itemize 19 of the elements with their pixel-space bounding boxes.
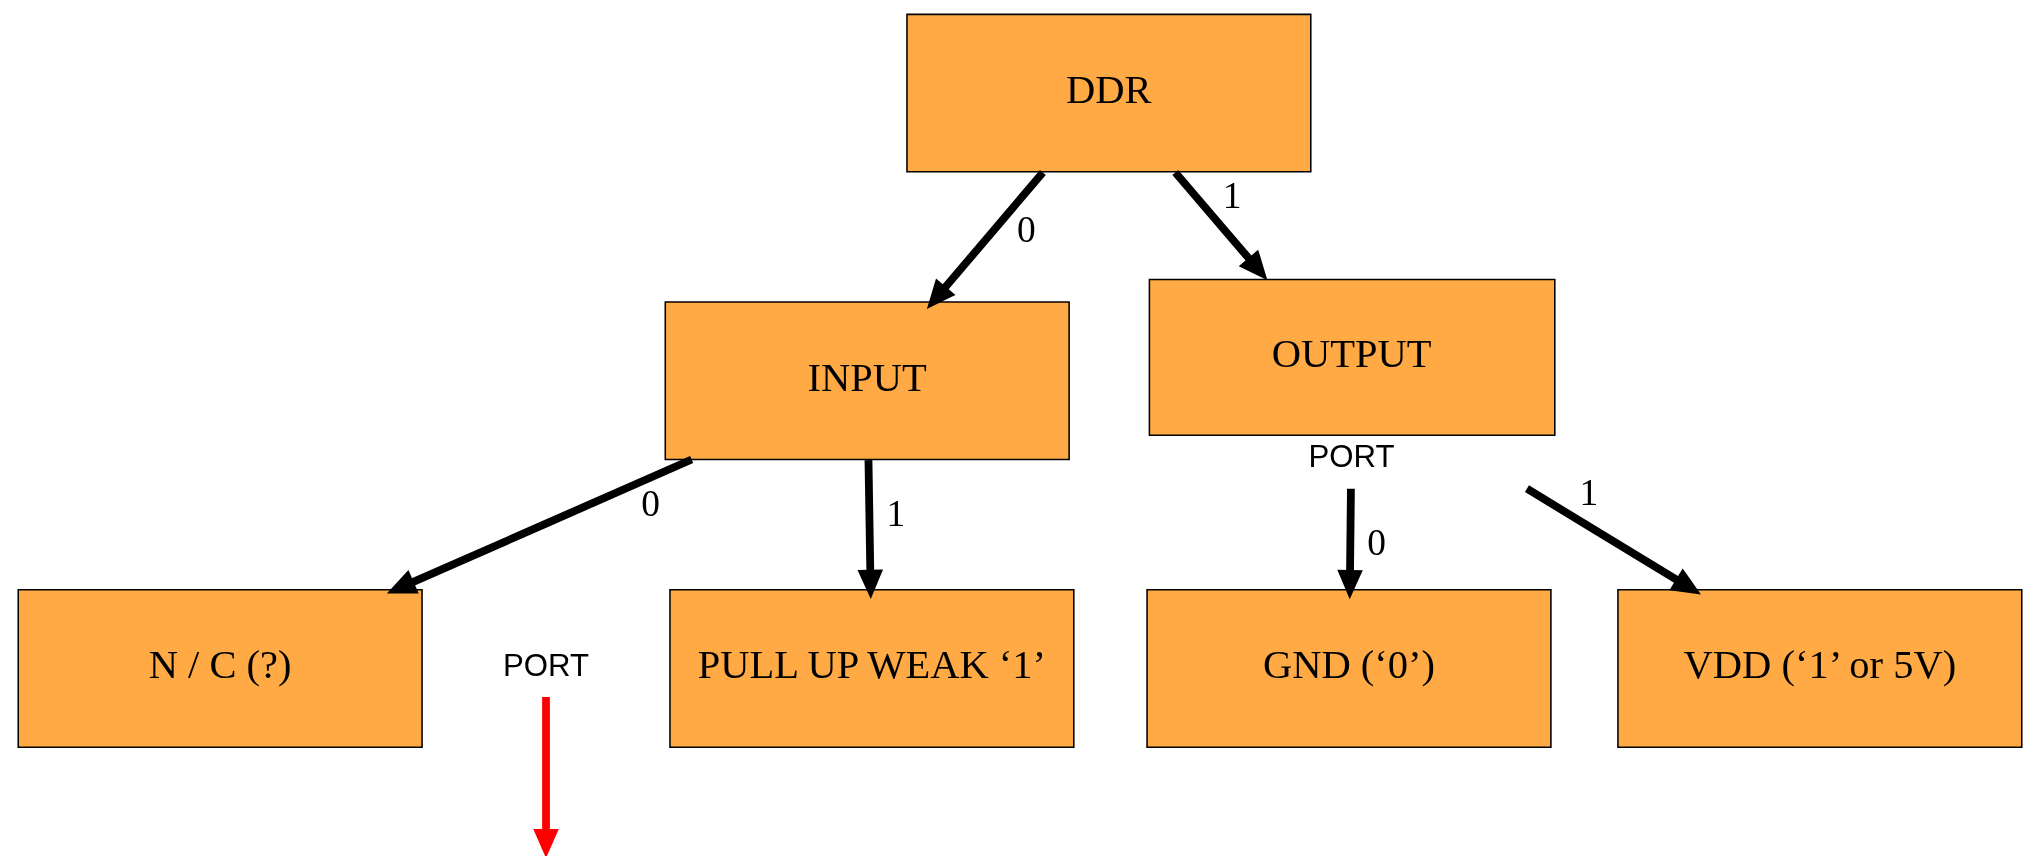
arrow [857, 460, 883, 599]
node-box: DDR [905, 13, 1312, 173]
edge-label: 1 [1222, 174, 1241, 216]
node-box: PULL UP WEAK ‘1’ [668, 588, 1075, 748]
edge-label: 1 [885, 492, 905, 534]
node-text: PORT [502, 648, 589, 684]
arrow [1171, 169, 1267, 281]
arrow [926, 169, 1046, 309]
edge-label: 0 [1016, 209, 1036, 251]
edge-label: 0 [1366, 522, 1386, 564]
node-box: GND (‘0’) [1145, 588, 1552, 748]
node-label: PORT [1307, 438, 1394, 474]
arrow [386, 455, 693, 594]
node-box: VDD (‘1’ or 5V) [1616, 588, 2023, 748]
edge-label: 1 [1579, 472, 1598, 514]
node-box: N / C (?) [16, 588, 423, 748]
edge-label: 0 [640, 483, 660, 525]
arrow [1524, 485, 1701, 595]
node-box: INPUT [664, 301, 1070, 461]
